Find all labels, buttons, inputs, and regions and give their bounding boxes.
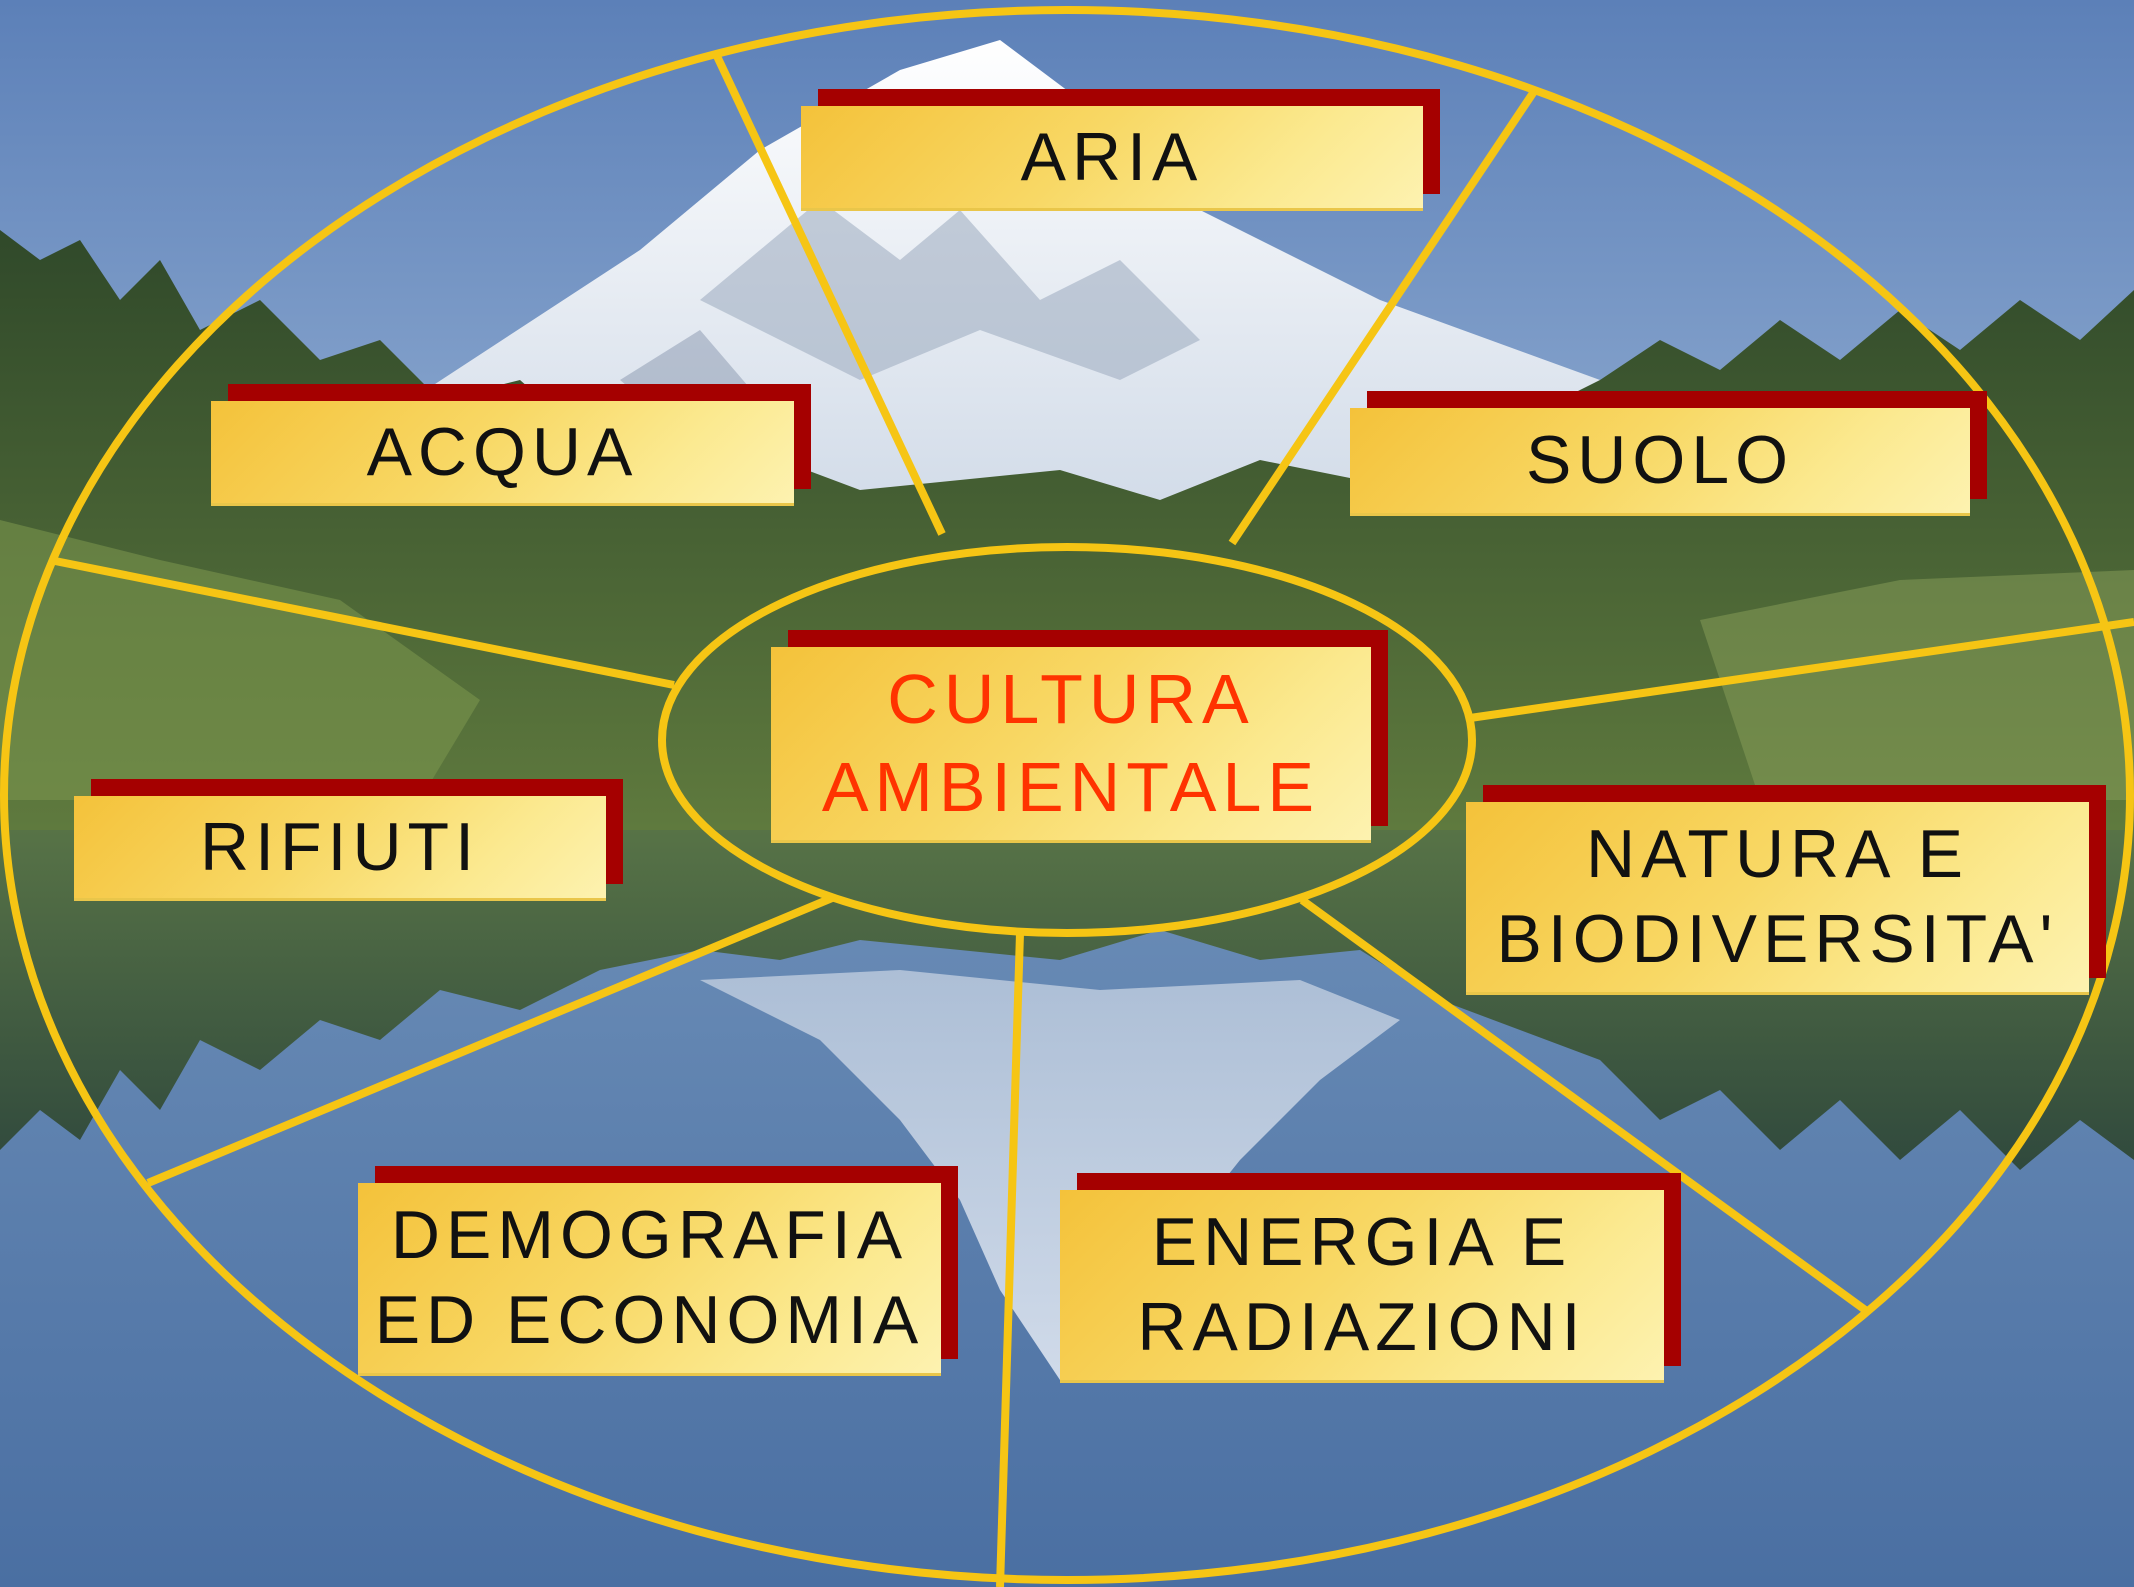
topic-energia-line2: RADIAZIONI xyxy=(1137,1289,1587,1365)
topic-acqua-box: ACQUA xyxy=(211,401,794,506)
center-label-line1: CULTURA xyxy=(887,660,1255,738)
topic-demografia-line1: DEMOGRAFIA xyxy=(390,1197,909,1273)
topic-energia-box: ENERGIA E RADIAZIONI xyxy=(1060,1190,1664,1383)
center-cultura-ambientale-box: CULTURA AMBIENTALE xyxy=(771,647,1371,843)
topic-demografia-box: DEMOGRAFIA ED ECONOMIA xyxy=(358,1183,941,1376)
diagram-ring xyxy=(0,6,2134,1587)
topic-suolo-label: SUOLO xyxy=(1525,422,1795,498)
topic-natura-line1: NATURA E xyxy=(1585,816,1970,892)
topic-acqua-label: ACQUA xyxy=(366,413,639,490)
center-label-line2: AMBIENTALE xyxy=(821,747,1321,826)
topic-aria-box: ARIA xyxy=(801,106,1423,211)
topic-rifiuti-box: RIFIUTI xyxy=(74,796,606,901)
topic-demografia-line2: ED ECONOMIA xyxy=(374,1282,925,1358)
topic-energia-line1: ENERGIA E xyxy=(1151,1204,1573,1280)
topic-natura-box: NATURA E BIODIVERSITA' xyxy=(1466,802,2089,995)
topic-aria-label: ARIA xyxy=(1020,118,1204,195)
topic-suolo-box: SUOLO xyxy=(1350,408,1970,516)
topic-natura-line2: BIODIVERSITA' xyxy=(1496,901,2059,977)
topic-rifiuti-label: RIFIUTI xyxy=(200,808,480,885)
